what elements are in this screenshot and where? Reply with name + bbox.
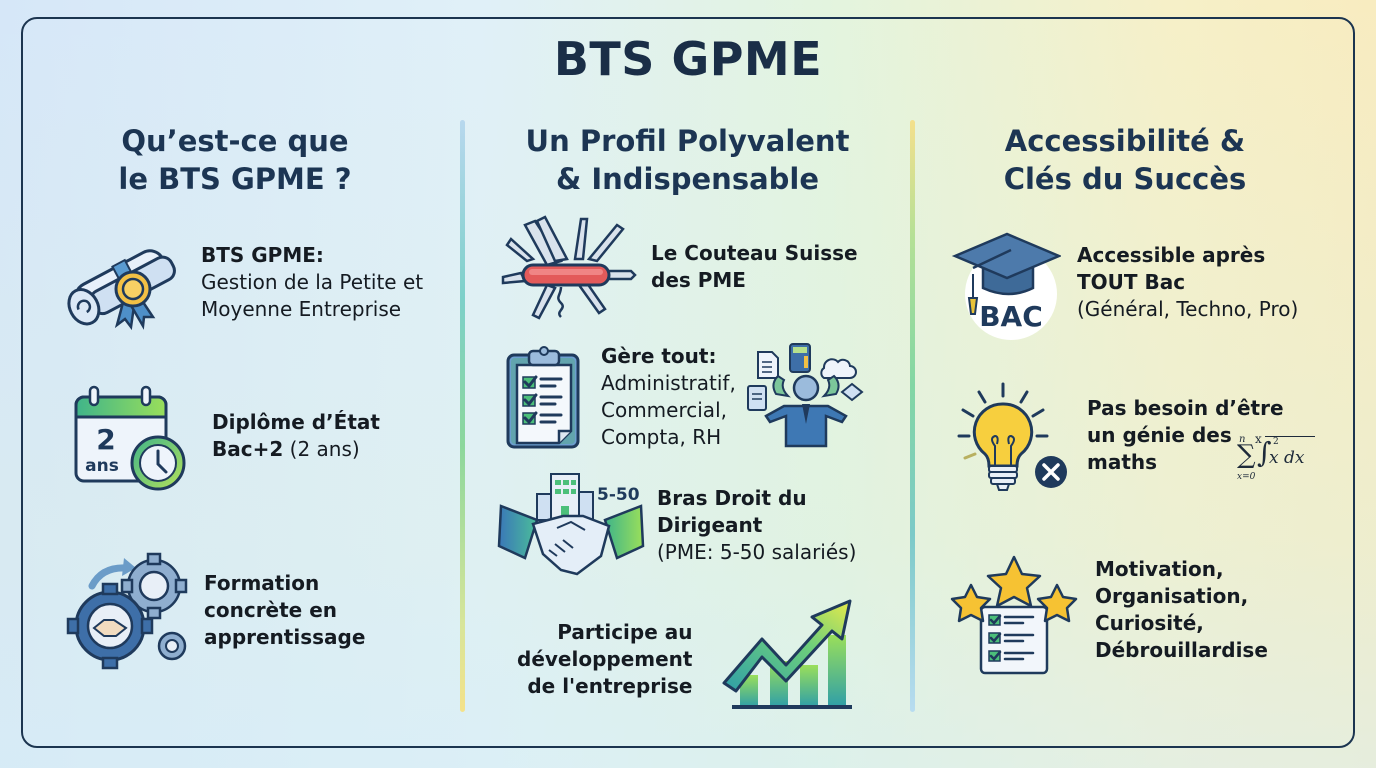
item-title: Curiosité, — [1095, 611, 1204, 635]
item-title: Formation — [204, 570, 320, 595]
item-description: (2 ans) — [283, 437, 360, 461]
page-title: BTS GPME — [553, 32, 823, 86]
info-item-manages-all: Gère tout: Administratif, Commercial, Co… — [505, 342, 866, 452]
item-title: maths — [1087, 449, 1158, 474]
growth-chart-arrow-icon — [718, 595, 858, 713]
clipboard-checklist-icon — [505, 345, 583, 450]
svg-text:ans: ans — [85, 456, 119, 476]
stars-checklist-icon — [949, 555, 1079, 675]
item-text: Le Couteau Suisse des PME — [651, 240, 858, 294]
column-what-is-bts: Qu’est-ce que le BTS GPME ? BTS GPME: G — [30, 100, 440, 710]
column-polyvalent-profile: Un Profil Polyvalent & Indispensable — [465, 100, 910, 710]
formula-part: 2 — [1273, 437, 1279, 447]
item-title: Gère tout: — [601, 344, 717, 368]
column-accessibility: Accessibilité & Clés du Succès BAC Acces… — [915, 100, 1335, 710]
info-item-access: BAC Accessible après TOUT Bac (Général, … — [951, 228, 1298, 343]
column-divider — [460, 120, 465, 712]
heading-line: Clés du Succès — [1003, 162, 1247, 196]
item-text: Accessible après TOUT Bac (Général, Tech… — [1077, 242, 1298, 323]
item-title: développement — [517, 646, 693, 671]
heading-line: Un Profil Polyvalent — [525, 124, 850, 158]
item-description: Gestion de la Petite et — [201, 270, 424, 294]
info-item-success-keys: Motivation, Organisation, Curiosité, Déb… — [949, 555, 1268, 675]
lightbulb-x-icon — [955, 382, 1071, 494]
item-title: Organisation, — [1095, 584, 1249, 608]
multitasking-person-icon — [746, 342, 866, 452]
column-heading: Qu’est-ce que le BTS GPME ? — [30, 122, 440, 198]
formula-part: x — [1255, 432, 1262, 446]
formula-part: x dx — [1269, 448, 1305, 468]
item-title: Dirigeant — [657, 512, 763, 537]
svg-text:BAC: BAC — [979, 300, 1043, 333]
column-divider — [910, 120, 915, 712]
info-item-no-math-genius: Pas besoin d’être un génie des maths — [955, 382, 1284, 494]
info-item-swiss-knife: Le Couteau Suisse des PME — [497, 215, 858, 327]
item-text: Participe au développement de l'entrepri… — [517, 619, 692, 700]
column-heading: Un Profil Polyvalent & Indispensable — [465, 122, 910, 198]
info-item-right-hand: 5-50 Bras Droit du Dirigeant (PME: 5-50 … — [497, 472, 856, 584]
heading-line: le BTS GPME ? — [118, 162, 352, 196]
item-title: Motivation, — [1095, 557, 1224, 581]
item-title: Le Couteau Suisse — [651, 241, 858, 265]
heading-line: Qu’est-ce que — [121, 124, 349, 158]
item-title: Bac+2 — [212, 437, 284, 461]
item-description: Commercial, — [601, 398, 727, 422]
item-title: Pas besoin d’être — [1087, 395, 1284, 420]
diploma-scroll-icon — [52, 230, 187, 335]
info-item-definition: BTS GPME: Gestion de la Petite et Moyenn… — [52, 230, 423, 335]
item-title: concrète en — [204, 597, 338, 622]
item-text: BTS GPME: Gestion de la Petite et Moyenn… — [201, 242, 423, 323]
formula-part: ∑ — [1237, 440, 1256, 470]
item-title: TOUT Bac — [1077, 270, 1186, 294]
formula-part: ∫ — [1257, 436, 1272, 469]
handshake-building-icon: 5-50 — [497, 472, 645, 584]
item-text: Diplôme d’État Bac+2 (2 ans) — [212, 409, 380, 463]
item-text: Gère tout: Administratif, Commercial, Co… — [601, 343, 736, 451]
item-title: Diplôme d’État — [212, 410, 380, 434]
item-title: Bras Droit du — [657, 485, 807, 510]
swiss-army-knife-icon — [497, 215, 639, 327]
info-item-apprenticeship: Formation concrète en apprentissage — [62, 550, 365, 670]
item-title: Accessible après — [1077, 243, 1266, 267]
item-description: Moyenne Entreprise — [201, 297, 402, 321]
item-text: Bras Droit du Dirigeant (PME: 5-50 salar… — [657, 485, 856, 566]
item-text: Motivation, Organisation, Curiosité, Déb… — [1095, 556, 1268, 664]
item-title: des PME — [651, 268, 746, 292]
heading-line: Accessibilité & — [1004, 124, 1246, 158]
infographic-frame — [21, 17, 1355, 748]
info-item-development: Participe au développement de l'entrepri… — [517, 595, 858, 713]
formula-part: n — [1239, 434, 1246, 445]
item-title: de l'entreprise — [527, 673, 693, 698]
item-title: Débrouillardise — [1095, 638, 1268, 662]
column-heading: Accessibilité & Clés du Succès — [915, 122, 1335, 198]
formula-part: x=0 — [1237, 472, 1256, 482]
info-item-diploma: 2 ans Diplôme d’État Bac+2 (2 ans) — [72, 385, 380, 495]
item-text: Formation concrète en apprentissage — [204, 570, 365, 651]
calendar-clock-icon: 2 ans — [72, 385, 190, 495]
svg-text:5-50: 5-50 — [597, 485, 640, 505]
item-description: (Général, Techno, Pro) — [1077, 297, 1299, 321]
item-text: Pas besoin d’être un génie des maths — [1087, 395, 1284, 476]
item-title: apprentissage — [204, 624, 366, 649]
math-formula: n ∑ x=0 x ∫ 2 x dx — [1237, 432, 1317, 484]
item-description: (PME: 5-50 salariés) — [657, 539, 857, 564]
graduation-cap-bac-icon: BAC — [951, 228, 1061, 343]
heading-line: & Indispensable — [555, 162, 820, 196]
item-title: Participe au — [557, 619, 693, 644]
gears-handshake-icon — [62, 550, 192, 670]
item-title: BTS GPME: — [201, 243, 324, 267]
item-description: Administratif, — [601, 371, 736, 395]
svg-text:2: 2 — [96, 423, 115, 456]
item-title: un génie des — [1087, 422, 1232, 447]
item-description: Compta, RH — [601, 425, 722, 449]
